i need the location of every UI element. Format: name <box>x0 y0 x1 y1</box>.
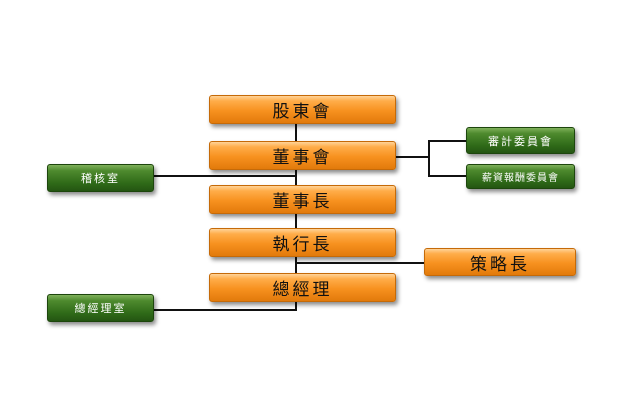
connector-strategy <box>296 262 424 264</box>
node-board: 董事會 <box>209 141 396 170</box>
node-general-manager: 總經理 <box>209 273 396 302</box>
connector-board-committees <box>396 156 429 158</box>
connector-committee-branch <box>428 140 430 176</box>
node-gm-office: 總經理室 <box>47 294 154 322</box>
node-audit-committee: 審計委員會 <box>466 127 575 154</box>
node-ceo: 執行長 <box>209 228 396 257</box>
node-audit-office: 稽核室 <box>47 164 154 192</box>
connector-gm-office <box>154 309 296 311</box>
connector-audit-committee <box>428 140 466 142</box>
node-chairman: 董事長 <box>209 185 396 214</box>
connector-spine <box>295 124 297 311</box>
connector-compensation-committee <box>428 175 466 177</box>
node-compensation-committee: 薪資報酬委員會 <box>466 164 575 189</box>
connector-audit-office <box>154 175 296 177</box>
node-strategy: 策略長 <box>424 248 576 276</box>
node-shareholders: 股東會 <box>209 95 396 124</box>
